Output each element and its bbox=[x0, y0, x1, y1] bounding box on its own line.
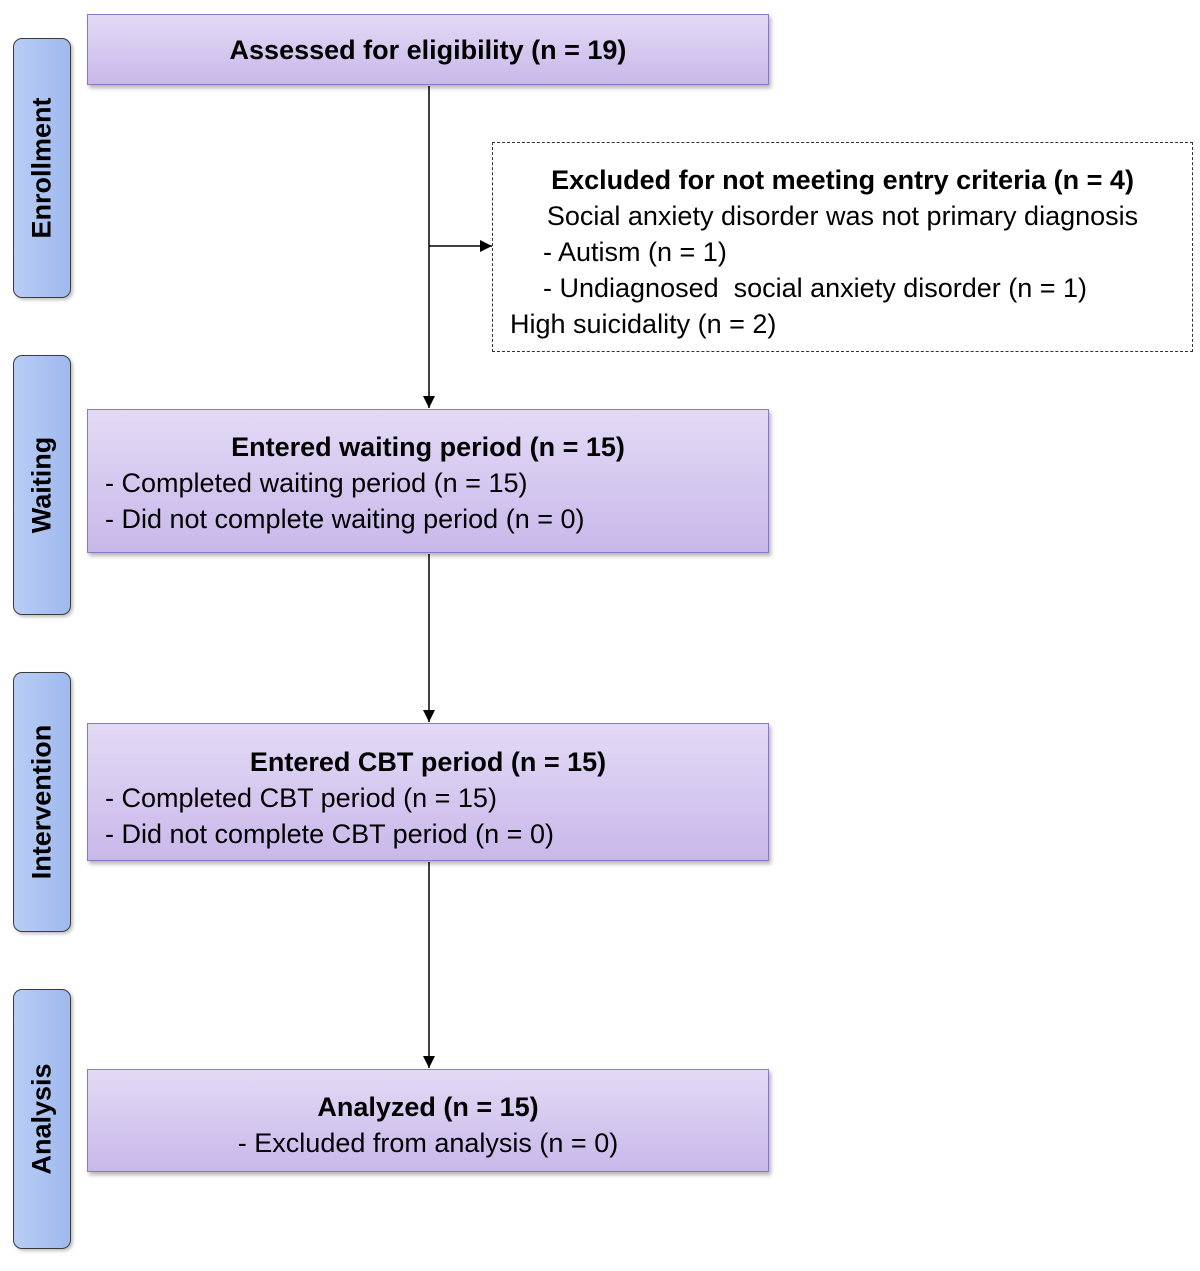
waiting-line: - Did not complete waiting period (n = 0… bbox=[105, 504, 585, 534]
phase-waiting: Waiting bbox=[13, 355, 71, 615]
waiting-title: Entered waiting period (n = 15) bbox=[231, 432, 625, 462]
excluded-reason: Social anxiety disorder was not primary … bbox=[546, 201, 1139, 231]
assessed-box: Assessed for eligibility (n = 19) bbox=[87, 14, 769, 85]
excluded-item: - Undiagnosed social anxiety disorder (n… bbox=[543, 273, 1088, 303]
excluded-title: Excluded for not meeting entry criteria … bbox=[551, 165, 1134, 195]
analyzed-line: - Excluded from analysis (n = 0) bbox=[237, 1128, 619, 1158]
excluded-item: - Autism (n = 1) bbox=[543, 237, 727, 267]
cbt-box: Entered CBT period (n = 15) - Completed … bbox=[87, 723, 769, 861]
phase-intervention: Intervention bbox=[13, 672, 71, 932]
waiting-box: Entered waiting period (n = 15) - Comple… bbox=[87, 409, 769, 553]
analyzed-title: Analyzed (n = 15) bbox=[317, 1092, 539, 1122]
analyzed-box: Analyzed (n = 15) - Excluded from analys… bbox=[87, 1069, 769, 1172]
excluded-other: High suicidality (n = 2) bbox=[510, 309, 777, 339]
phase-enrollment: Enrollment bbox=[13, 38, 71, 298]
cbt-line: - Did not complete CBT period (n = 0) bbox=[105, 819, 554, 849]
excluded-box: Excluded for not meeting entry criteria … bbox=[492, 142, 1193, 352]
waiting-line: - Completed waiting period (n = 15) bbox=[105, 468, 528, 498]
cbt-title: Entered CBT period (n = 15) bbox=[249, 747, 607, 777]
assessed-title: Assessed for eligibility (n = 19) bbox=[229, 35, 627, 65]
phase-analysis: Analysis bbox=[13, 989, 71, 1249]
cbt-line: - Completed CBT period (n = 15) bbox=[105, 783, 497, 813]
